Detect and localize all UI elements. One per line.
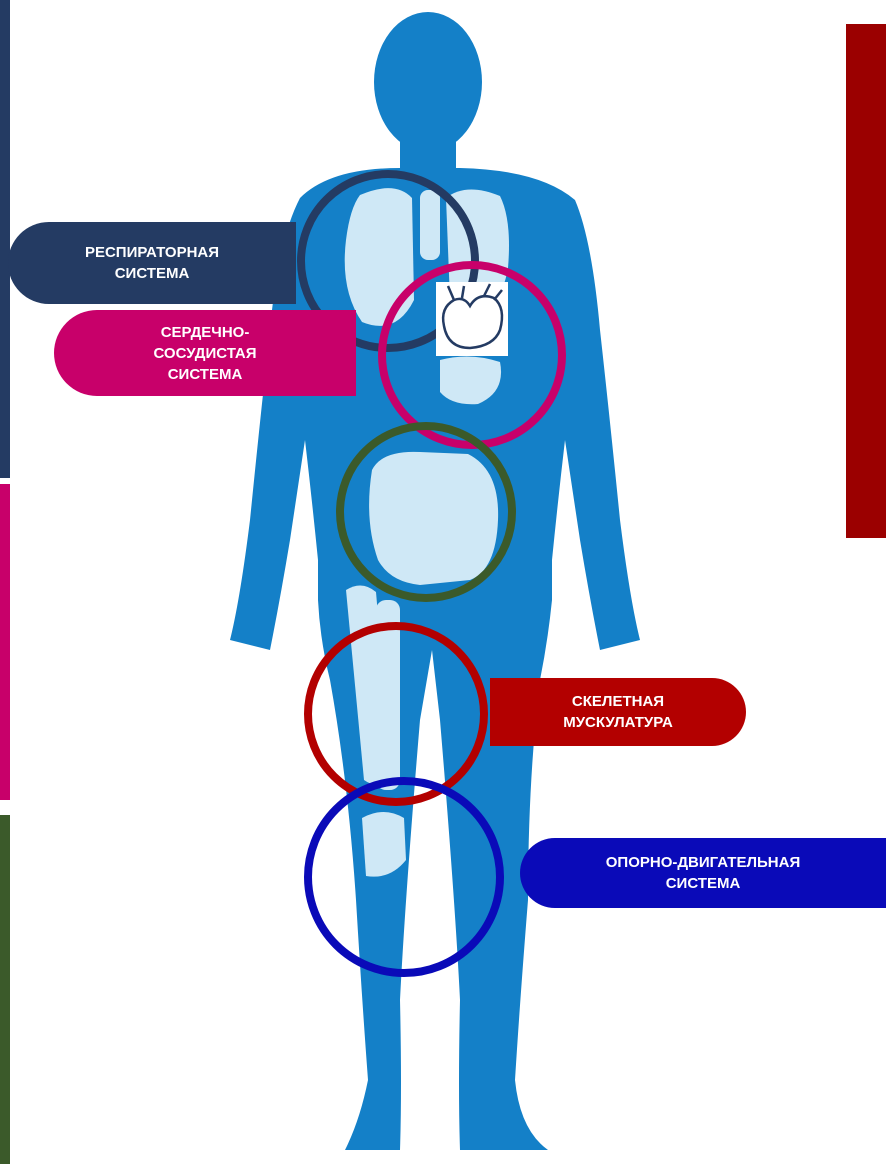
label-cardio-line-2: СОСУДИСТАЯ — [153, 343, 256, 364]
label-skeletal-line-2: МУСКУЛАТУРА — [563, 712, 673, 733]
label-respiratory-system: РЕСПИРАТОРНАЯ СИСТЕМА — [8, 222, 296, 304]
trachea — [420, 190, 440, 260]
intestines — [369, 452, 498, 585]
label-respiratory-line-1: РЕСПИРАТОРНАЯ — [85, 242, 219, 263]
heart-icon — [436, 282, 508, 356]
label-cardio-line-3: СИСТЕМА — [153, 364, 256, 385]
left-lung — [345, 188, 414, 326]
label-cardiovascular-system: СЕРДЕЧНО- СОСУДИСТАЯ СИСТЕМА — [54, 310, 356, 396]
label-skeletal-line-1: СКЕЛЕТНАЯ — [563, 691, 673, 712]
label-skeletal-musculature: СКЕЛЕТНАЯ МУСКУЛАТУРА — [490, 678, 746, 746]
label-musculoskeletal-system: ОПОРНО-ДВИГАТЕЛЬНАЯ СИСТЕМА — [520, 838, 886, 908]
label-cardio-line-1: СЕРДЕЧНО- — [153, 322, 256, 343]
label-musculoskeletal-line-1: ОПОРНО-ДВИГАТЕЛЬНАЯ — [606, 852, 800, 873]
label-musculoskeletal-line-2: СИСТЕМА — [606, 873, 800, 894]
label-respiratory-line-2: СИСТЕМА — [85, 263, 219, 284]
